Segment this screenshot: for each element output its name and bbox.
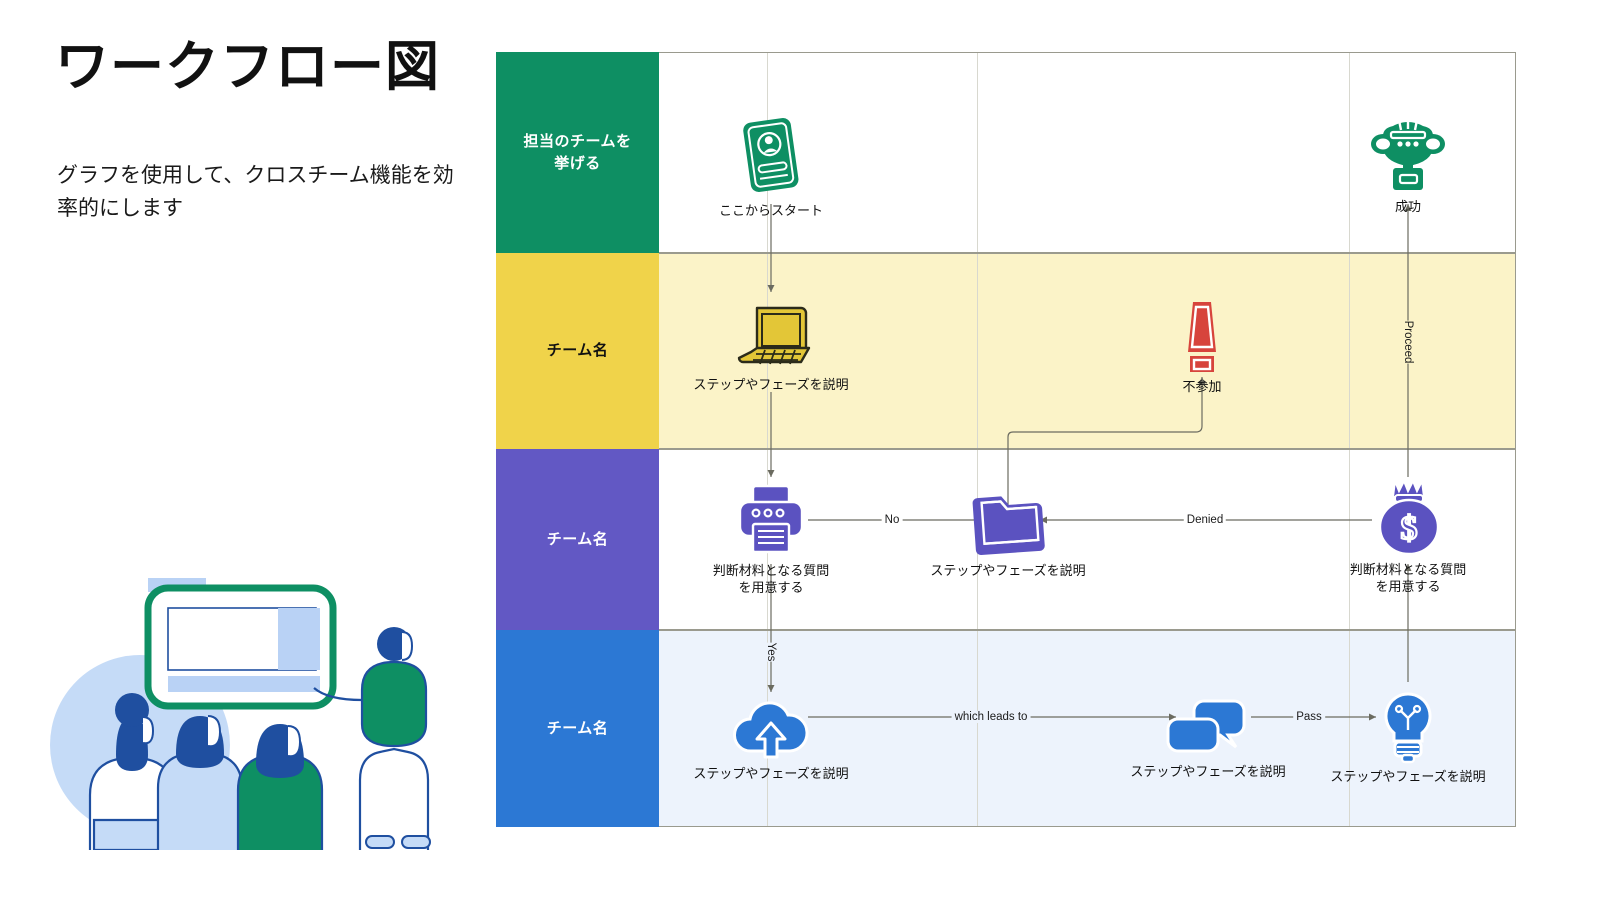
node-printer[interactable]: 判断材料となる質問 を用意する	[656, 482, 886, 596]
node-cloud[interactable]: ステップやフェーズを説明	[656, 697, 886, 782]
node-laptop[interactable]: ステップやフェーズを説明	[656, 300, 886, 393]
money-bag-icon: $	[1378, 477, 1440, 556]
node-label: ここからスタート	[718, 203, 823, 218]
exclamation-icon	[1188, 302, 1216, 372]
grid-line	[1349, 254, 1350, 448]
grid-line	[1349, 450, 1350, 629]
svg-text:$: $	[1401, 510, 1418, 547]
node-label: ステップやフェーズを説明	[1330, 769, 1486, 784]
grid-line	[1349, 631, 1350, 826]
edge-label-yes: Yes	[762, 642, 780, 662]
node-label: 不参加	[1182, 379, 1222, 394]
grid-line	[977, 254, 978, 448]
cloud-upload-icon	[733, 701, 809, 759]
lane-header-3[interactable]: チーム名	[496, 449, 659, 630]
chat-bubbles-icon	[1166, 699, 1246, 753]
workflow-swimlane-diagram: 担当のチームを 挙げる チーム名 チーム名	[496, 52, 1516, 827]
node-label: ステップやフェーズを説明	[1130, 764, 1286, 779]
node-label: ステップやフェーズを説明	[693, 766, 849, 781]
lane-header-1[interactable]: 担当のチームを 挙げる	[496, 52, 659, 253]
swimlane-row-1: 担当のチームを 挙げる	[496, 52, 1516, 253]
page-title: ワークフロー図	[55, 37, 440, 97]
folder-icon	[972, 496, 1045, 555]
node-start[interactable]: ここからスタート	[656, 114, 886, 219]
grid-line	[977, 631, 978, 826]
edge-label-pass: Pass	[1293, 711, 1325, 723]
id-card-icon	[743, 118, 799, 192]
node-label: ステップやフェーズを説明	[930, 563, 1086, 578]
lane-body-1	[659, 52, 1516, 253]
team-presentation-illustration	[50, 578, 431, 850]
grid-line	[1349, 53, 1350, 252]
lane-header-2[interactable]: チーム名	[496, 253, 659, 449]
node-label: 判断材料となる質問 を用意する	[1349, 562, 1467, 595]
laptop-icon	[737, 306, 811, 365]
grid-line	[977, 53, 978, 252]
swimlane-row-2: チーム名	[496, 253, 1516, 449]
node-chat[interactable]: ステップやフェーズを説明	[1093, 697, 1323, 780]
node-label: 成功	[1394, 199, 1421, 214]
lane-header-4[interactable]: チーム名	[496, 630, 659, 827]
node-moneybag[interactable]: $ 判断材料となる質問 を用意する	[1293, 477, 1523, 595]
edge-label-proceed: Proceed	[1399, 320, 1417, 364]
node-reject[interactable]: 不参加	[1087, 300, 1317, 395]
trophy-icon	[1371, 118, 1445, 190]
page-subtitle: グラフを使用して、クロスチーム機能を効率的にします	[57, 164, 454, 220]
node-label: 判断材料となる質問 を用意する	[712, 563, 830, 596]
node-bulb[interactable]: ステップやフェーズを説明	[1293, 692, 1523, 785]
edge-label-which-leads-to: which leads to	[951, 711, 1031, 723]
node-label: ステップやフェーズを説明	[693, 377, 849, 392]
lightbulb-icon	[1384, 692, 1432, 764]
left-panel: ワークフロー図 グラフを使用して、クロスチーム機能を効率的にします	[0, 0, 496, 900]
printer-icon	[738, 484, 804, 554]
edge-label-no: No	[881, 514, 903, 526]
node-folder[interactable]: ステップやフェーズを説明	[893, 486, 1123, 579]
edge-label-denied: Denied	[1183, 514, 1227, 526]
node-success[interactable]: 成功	[1293, 114, 1523, 215]
